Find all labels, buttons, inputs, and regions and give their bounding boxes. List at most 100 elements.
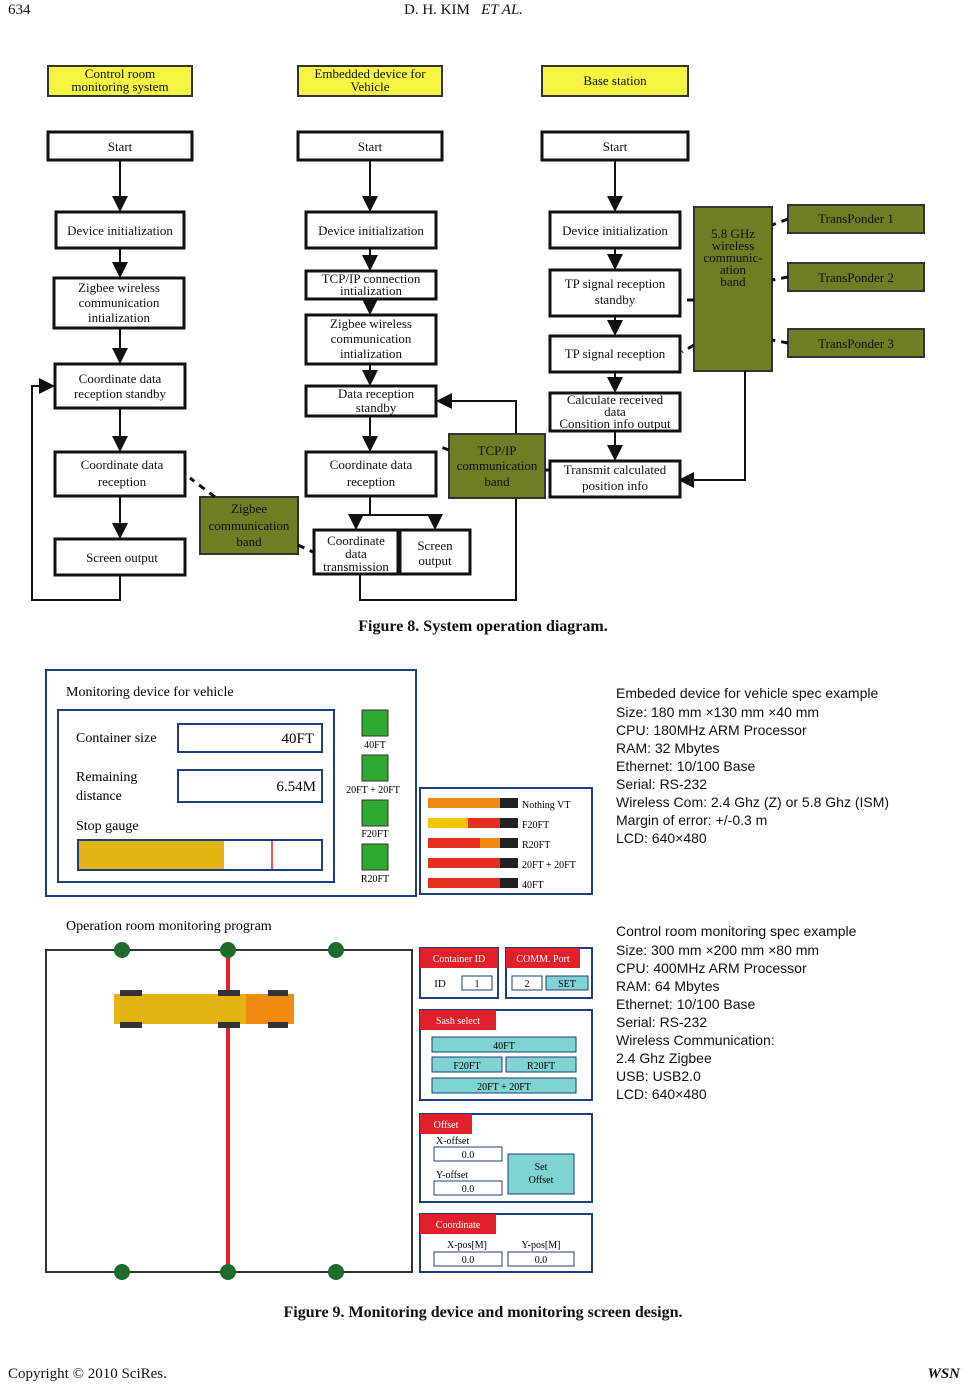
svg-text:Start: Start — [603, 139, 628, 154]
svg-text:Coordinate data: Coordinate data — [81, 457, 164, 472]
svg-text:Ethernet: 10/100 Base: Ethernet: 10/100 Base — [616, 758, 756, 774]
embedded-spec: Embeded device for vehicle spec example … — [616, 685, 889, 846]
set-offset-button[interactable] — [507, 1153, 575, 1195]
transponder-2: TransPonder 2 — [787, 262, 925, 292]
svg-text:Start: Start — [358, 139, 383, 154]
svg-text:Offset: Offset — [434, 1120, 459, 1131]
svg-text:Device initialization: Device initialization — [67, 223, 173, 238]
svg-text:Stop gauge: Stop gauge — [76, 819, 139, 834]
svg-text:Y-offset: Y-offset — [436, 1170, 468, 1181]
svg-text:Wireless Communication:: Wireless Communication: — [616, 1032, 775, 1048]
svg-text:X-offset: X-offset — [436, 1136, 469, 1147]
svg-text:Size: 180 mm ×130 mm ×40 mm: Size: 180 mm ×130 mm ×40 mm — [616, 704, 819, 720]
c1-device-init: Device initialization — [54, 210, 186, 250]
x-offset-input[interactable] — [433, 1146, 503, 1162]
remaining-distance-display — [177, 769, 323, 803]
svg-text:0.0: 0.0 — [462, 1184, 475, 1195]
svg-text:USB: USB2.0: USB: USB2.0 — [616, 1068, 701, 1084]
wireless-band: 5.8 GHz wireless communic- ation band — [693, 206, 773, 372]
svg-text:Container size: Container size — [76, 731, 156, 746]
svg-text:Container ID: Container ID — [433, 954, 486, 965]
journal-name: WSN — [927, 1366, 960, 1382]
copyright: Copyright © 2010 SciRes. — [8, 1366, 167, 1382]
svg-text:communic-: communic- — [703, 250, 762, 265]
y-offset-input[interactable] — [433, 1180, 503, 1196]
svg-text:2.4 Ghz Zigbee: 2.4 Ghz Zigbee — [616, 1050, 712, 1066]
svg-text:Coordinate data: Coordinate data — [79, 371, 162, 386]
transponder-node — [220, 942, 236, 958]
legend-row: R20FT — [428, 838, 550, 851]
c1-screen-output: Screen output — [53, 537, 187, 577]
svg-text:TransPonder 3: TransPonder 3 — [818, 336, 894, 351]
svg-text:Calculate received: Calculate received — [567, 392, 664, 407]
transponder-node — [328, 1264, 344, 1280]
c2-coord-reception: Coordinate data reception — [304, 450, 438, 498]
x-pos-display — [433, 1251, 503, 1267]
c3-calculate: Calculate received data Consition info o… — [548, 391, 682, 433]
svg-text:communication: communication — [79, 295, 160, 310]
c2-screen-output: Screen output — [398, 528, 472, 576]
svg-text:40FT: 40FT — [493, 1041, 515, 1052]
zigbee-band: Zigbee communication band — [199, 496, 299, 555]
svg-text:Coordinate: Coordinate — [436, 1220, 481, 1231]
sash-40ft-button[interactable] — [431, 1036, 577, 1053]
sash-f20ft-button[interactable] — [431, 1056, 503, 1073]
svg-text:TP signal reception: TP signal reception — [565, 346, 666, 361]
c3-transmit: Transmit calculated position info — [548, 459, 682, 499]
c2-device-init: Device initialization — [304, 210, 438, 250]
offset-panel: Offset X-offset 0.0 Y-offset 0.0 Set Off… — [419, 1113, 593, 1203]
comm-port-panel: COMM. Port 2 SET — [505, 947, 593, 999]
svg-text:monitoring system: monitoring system — [71, 79, 168, 94]
svg-text:reception: reception — [98, 474, 147, 489]
stop-gauge-fill — [79, 841, 224, 869]
svg-text:RAM: 32 Mbytes: RAM: 32 Mbytes — [616, 740, 719, 756]
svg-text:TP signal reception: TP signal reception — [565, 276, 666, 291]
transponder-node — [114, 1264, 130, 1280]
svg-text:0.0: 0.0 — [462, 1255, 475, 1266]
svg-text:F20FT: F20FT — [453, 1061, 480, 1072]
figure9-caption: Figure 9. Monitoring device and monitori… — [283, 1304, 683, 1321]
svg-text:Offset: Offset — [529, 1175, 554, 1186]
svg-text:Transmit calculated: Transmit calculated — [564, 462, 667, 477]
container-size-display — [177, 723, 323, 753]
svg-text:Data reception: Data reception — [338, 386, 415, 401]
svg-text:RAM: 64 Mbytes: RAM: 64 Mbytes — [616, 978, 719, 994]
svg-text:band: band — [484, 474, 510, 489]
c2-coord-transmission: Coordinate data transmission — [312, 528, 400, 576]
svg-text:40FT: 40FT — [281, 731, 314, 747]
svg-text:0.0: 0.0 — [462, 1150, 475, 1161]
comm-port-input[interactable] — [511, 975, 543, 991]
transponder-3: TransPonder 3 — [787, 328, 925, 358]
c1-start: Start — [46, 130, 194, 162]
svg-text:TransPonder 1: TransPonder 1 — [818, 211, 894, 226]
svg-text:Y-pos[M]: Y-pos[M] — [522, 1240, 561, 1251]
c3-start: Start — [540, 130, 690, 162]
svg-text:0.0: 0.0 — [535, 1255, 548, 1266]
svg-text:Serial: RS-232: Serial: RS-232 — [616, 1014, 707, 1030]
sash-20ft-20ft-button[interactable] — [431, 1077, 577, 1094]
svg-text:F20FT: F20FT — [522, 820, 549, 831]
container-id-input[interactable] — [461, 975, 493, 991]
comm-set-button[interactable] — [545, 975, 589, 991]
svg-text:communication: communication — [457, 458, 538, 473]
svg-text:intialization: intialization — [340, 283, 403, 298]
svg-text:CPU: 180MHz ARM Processor: CPU: 180MHz ARM Processor — [616, 722, 807, 738]
svg-text:Embeded device for vehicle spe: Embeded device for vehicle spec example — [616, 685, 878, 701]
c2-tcpip-init: TCP/IP connection intialization — [304, 269, 438, 301]
vehicle-device-panel: Monitoring device for vehicle Container … — [45, 669, 417, 897]
svg-text:Serial: RS-232: Serial: RS-232 — [616, 776, 707, 792]
page-number: 634 — [8, 2, 31, 18]
svg-text:Wireless Com: 2.4 Ghz (Z) or 5: Wireless Com: 2.4 Ghz (Z) or 5.8 Ghz (IS… — [616, 794, 889, 810]
legend-row: F20FT — [428, 818, 549, 831]
svg-text:Zigbee wireless: Zigbee wireless — [78, 280, 160, 295]
sash-r20ft-button[interactable] — [505, 1056, 577, 1073]
transponder-node — [328, 942, 344, 958]
svg-text:Control room monitoring spec e: Control room monitoring spec example — [616, 923, 857, 939]
svg-text:40FT: 40FT — [364, 740, 386, 751]
svg-text:Ethernet: 10/100 Base: Ethernet: 10/100 Base — [616, 996, 756, 1012]
svg-text:LCD: 640×480: LCD: 640×480 — [616, 1086, 707, 1102]
c2-start: Start — [296, 130, 444, 162]
svg-text:Zigbee wireless: Zigbee wireless — [330, 316, 412, 331]
svg-text:Margin of error: +/-0.3 m: Margin of error: +/-0.3 m — [616, 812, 767, 828]
svg-text:output: output — [418, 553, 452, 568]
